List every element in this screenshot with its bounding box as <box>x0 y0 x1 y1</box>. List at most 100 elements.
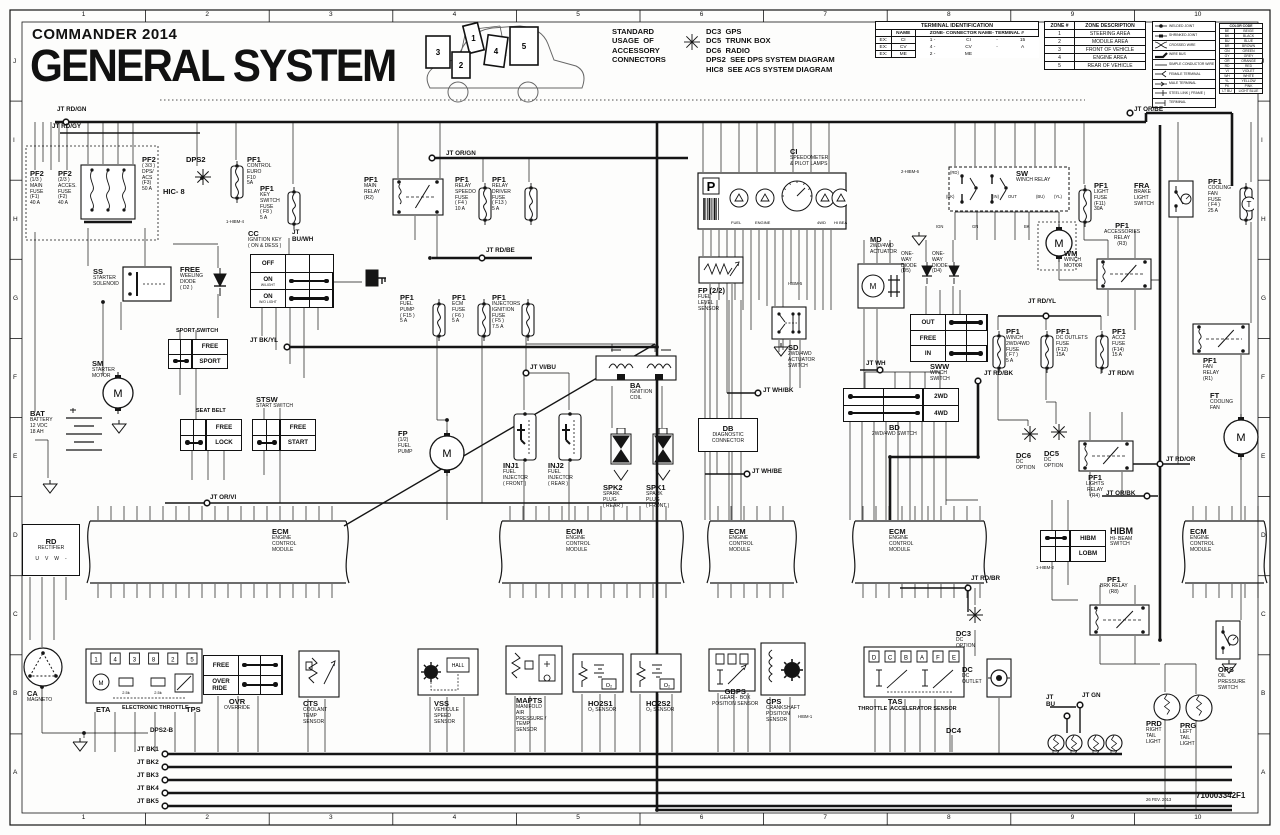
label-ops-line: OIL <box>1218 673 1227 680</box>
tiny-bk2: BK <box>1024 224 1030 229</box>
relay-lights <box>1078 440 1134 472</box>
box-ho2s2: O₂ <box>630 653 682 693</box>
label-pf1-relay-speedo-fuse-code: PF1 <box>455 175 469 184</box>
switch-seat-belt-row-label: FREE <box>215 423 233 431</box>
label-pf1-dc-outlets-fuse-line: DC OUTLETS <box>1056 335 1088 342</box>
label-fp2-line: LEVEL <box>698 299 714 306</box>
label-bd-code: BD <box>888 423 900 432</box>
label-pf1-fan-fuse-line: 25 A <box>1208 208 1219 215</box>
label-tas2-code: THROTTLE ACCELERATOR SENSOR <box>858 706 957 712</box>
tiny-hibm5: HIBM-5 <box>788 281 803 286</box>
jt-vi-bu: JT VI/BU <box>530 364 556 371</box>
tiny-rd: (RD) <box>950 170 959 175</box>
diode-free-wheeling <box>212 268 228 296</box>
jt-or-vi: JT OR/VI <box>210 494 237 501</box>
label-pf1-ecm-fuse-code: PF1 <box>452 293 466 302</box>
fuse-dc-outlets <box>1039 330 1055 374</box>
label-pf1-winch-fuse-line: 5 A <box>1006 358 1014 365</box>
tiny-1hibm4: 1-HIBM-4 <box>226 219 244 224</box>
bulb-s4 <box>1104 733 1124 753</box>
label-d4-line: WAY <box>932 256 943 263</box>
label-ft-line: COOLING <box>1210 399 1234 406</box>
switch-seat-belt-row-label: LOCK <box>215 439 233 447</box>
label-mapts-line: PRESSURE / <box>516 715 547 722</box>
relay-fan <box>1192 323 1250 355</box>
label-ft-line: FAN <box>1210 404 1220 411</box>
label-dc3-line: DC <box>956 637 964 644</box>
tiny-in: (IN) <box>992 194 999 199</box>
switch-sport-row-label: SPORT <box>199 357 221 365</box>
rectifier-rd-terminal: W <box>54 555 60 562</box>
label-d5-line: WAY <box>901 256 912 263</box>
grid-row-label: H <box>1261 215 1266 223</box>
label-pf1-relay-speedo-fuse-line: RELAY <box>455 183 472 190</box>
switch-sww-row-label: FREE <box>919 334 937 342</box>
label-hic8-code: HIC- 8 <box>163 187 185 196</box>
svg-text:FUEL: FUEL <box>731 220 742 225</box>
label-pf2-dps-acs-line: ACS <box>142 174 153 181</box>
grid-column-label: 8 <box>947 814 951 821</box>
label-sww-line: WINCH <box>930 370 947 377</box>
jt-bk5: JT BK5 <box>137 798 159 805</box>
grid-column-label: 5 <box>576 11 580 18</box>
relay-main <box>392 178 444 216</box>
grid-column-label: 3 <box>329 814 333 821</box>
doc-number: 710003342F1 <box>1196 791 1246 800</box>
label-hic8: HIC- 8 <box>163 187 185 196</box>
jt-rd-gy: JT RD/GY <box>52 123 82 130</box>
grid-row-label: C <box>1261 611 1266 619</box>
relay-brk <box>1089 604 1150 636</box>
grid-column-label: 6 <box>699 814 704 821</box>
label-pf1-injectors-fuse-line: 7.5 A <box>492 324 504 331</box>
grid-row-label: A <box>1261 769 1266 777</box>
accessory-item: DPS2 SEE DPS SYSTEM DIAGRAM <box>706 55 835 65</box>
jt-or-bk: JT OR/BK <box>1106 490 1136 497</box>
label-pf1-fuel-pump-fuse-line: 5 A <box>400 318 408 325</box>
label-sport-switch: SPORT SWITCH <box>176 328 218 335</box>
label-pf1-lights-relay-code: PF1 <box>1088 473 1102 482</box>
label-ba-line: COIL <box>630 394 642 401</box>
label-tas-code: TAS <box>888 697 903 706</box>
label-cts-line: COOLANT <box>303 707 328 714</box>
tiny-1hibm3: 1-HIBM-2 <box>1036 565 1054 570</box>
label-pf1-fan-fuse-line: ( F4 ) <box>1208 202 1220 209</box>
label-ci-line: & PILOT LAMPS <box>790 160 828 167</box>
label-md-code: MD <box>870 235 882 244</box>
label-ovr-line: OVERRIDE <box>224 705 251 712</box>
label-bat-line: 18 AH <box>30 428 44 435</box>
grid-column-label: 4 <box>452 814 457 821</box>
label-ovr-code: OVR <box>228 697 246 706</box>
grid-row-label: I <box>13 136 15 144</box>
rectifier-rd-terminal: - <box>65 555 67 562</box>
label-spk2-line: SPARK <box>603 491 620 498</box>
fuse-fuel-pump <box>431 298 447 342</box>
label-pf2-dps-acs-line: 50 A <box>142 186 153 193</box>
label-pf1-control-euro-line: F10 <box>247 174 256 181</box>
label-tps: TPS <box>186 705 201 714</box>
diode-d5 <box>921 262 933 284</box>
label-pf2-main-fuse-line: (F1) <box>30 194 40 201</box>
label-pf1-light-fuse-code: PF1 <box>1094 181 1108 190</box>
symbol-legend-item: CROSSED WIRE <box>1153 40 1215 50</box>
box-tas-cell: B <box>904 656 908 662</box>
grid-row-label: I <box>1261 136 1263 144</box>
jt-wh: JT WH <box>866 360 886 367</box>
label-pf1-dc-outlets-fuse-code: PF1 <box>1056 327 1070 336</box>
label-ss-solenoid-line: STARTER <box>93 275 116 282</box>
grid-row-label: B <box>13 690 18 698</box>
jt-gn: JT GN <box>1082 692 1101 699</box>
label-pf1-key-switch-code: PF1 <box>260 184 274 193</box>
label-pf1-key-switch-line: 5 A <box>260 215 268 222</box>
fuse-key-switch <box>286 186 302 230</box>
grid-row-label: J <box>1261 57 1265 65</box>
